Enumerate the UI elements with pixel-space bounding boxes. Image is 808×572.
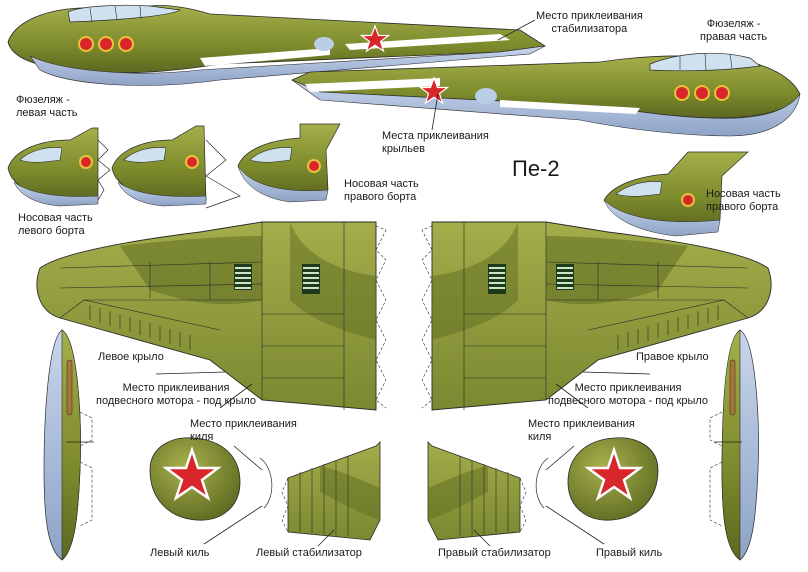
fuselage-right-label: Фюзеляж - правая часть: [700, 18, 768, 43]
nose-right-part-2: [603, 151, 749, 237]
wings-attach-label: Места приклеивания крыльев: [382, 130, 489, 155]
stabilizer-attach-label: Место приклеивания стабилизатора: [536, 10, 643, 35]
left-fin-outline: [259, 457, 273, 509]
model-title: Пе-2: [512, 156, 560, 181]
fuselage-right-part: [291, 52, 801, 137]
nose-left-part-1: [7, 127, 111, 207]
right-stabilizer: [427, 441, 527, 541]
right-fin-outline: [535, 457, 549, 509]
nose-right-label-1: Носовая часть правого борта: [344, 178, 419, 203]
right-fin: [567, 437, 659, 521]
left-wing-label: Левое крыло: [98, 351, 164, 363]
engine-nacelle-right: [709, 329, 759, 561]
right-fin-label: Правый киль: [596, 547, 663, 559]
right-wing-label: Правое крыло: [636, 351, 709, 363]
fin-attach-right-label: Место приклеивания киля: [528, 418, 635, 443]
nose-right-part-1: [237, 123, 341, 203]
fuselage-left-label: Фюзеляж - левая часть: [16, 94, 78, 119]
right-wing: [421, 221, 772, 411]
fin-attach-left-label: Место приклеивания киля: [190, 418, 297, 443]
leader-lines: [66, 19, 742, 547]
left-fin-label: Левый киль: [150, 547, 210, 559]
left-wing-vent-1: [234, 264, 252, 290]
nose-left-label: Носовая часть левого борта: [18, 212, 93, 237]
engine-nacelle-left: [43, 329, 93, 561]
left-stabilizer: [281, 441, 381, 541]
left-stabilizer-label: Левый стабилизатор: [256, 547, 362, 559]
motor-attach-left-label: Место приклеивания подвесного мотора - п…: [96, 382, 257, 407]
nose-left-part-2: [111, 125, 241, 209]
right-stabilizer-label: Правый стабилизатор: [438, 547, 551, 559]
fuselage-left-part: [7, 4, 547, 86]
right-wing-vent-2: [556, 264, 574, 290]
left-wing: [36, 221, 387, 411]
left-fin: [149, 437, 241, 521]
motor-attach-right-label: Место приклеивания подвесного мотора - п…: [548, 382, 709, 407]
nose-right-label-2: Носовая часть правого борта: [706, 188, 781, 213]
right-wing-vent-1: [488, 264, 506, 294]
left-wing-vent-2: [302, 264, 320, 294]
